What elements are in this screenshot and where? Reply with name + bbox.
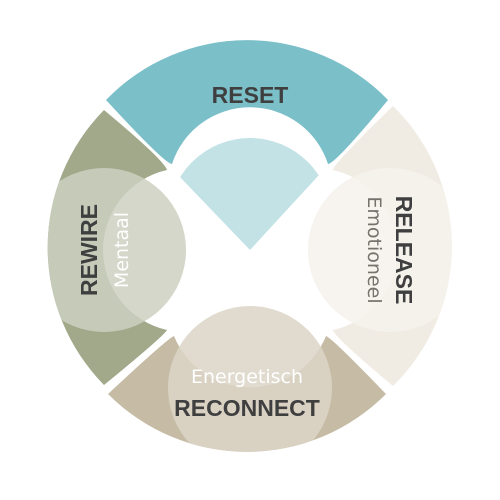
segment-reconnect-inner-overlay: [168, 306, 332, 452]
segment-reset: RESET Fysiek: [106, 40, 388, 250]
segment-release: RELEASE Emotioneel: [308, 106, 452, 386]
segment-reset-arc: [106, 40, 388, 164]
segment-reconnect-subtitle: Energetisch: [191, 366, 303, 388]
segment-reset-title: RESET: [212, 82, 289, 108]
segment-rewire-inner-overlay: [47, 168, 186, 332]
segment-release-title: RELEASE: [391, 196, 417, 305]
segment-reset-inner-overlay: [168, 138, 332, 250]
segment-release-inner-overlay: [308, 168, 452, 332]
segment-rewire-subtitle: Mentaal: [111, 212, 133, 288]
segment-release-subtitle: Emotioneel: [363, 196, 385, 303]
segment-reset-subtitle: Fysiek: [221, 116, 279, 138]
segment-rewire-title: REWIRE: [76, 204, 102, 296]
segment-reconnect: Energetisch RECONNECT: [108, 306, 386, 452]
segment-rewire: REWIRE Mentaal: [47, 110, 186, 385]
segment-reconnect-title: RECONNECT: [174, 395, 320, 421]
